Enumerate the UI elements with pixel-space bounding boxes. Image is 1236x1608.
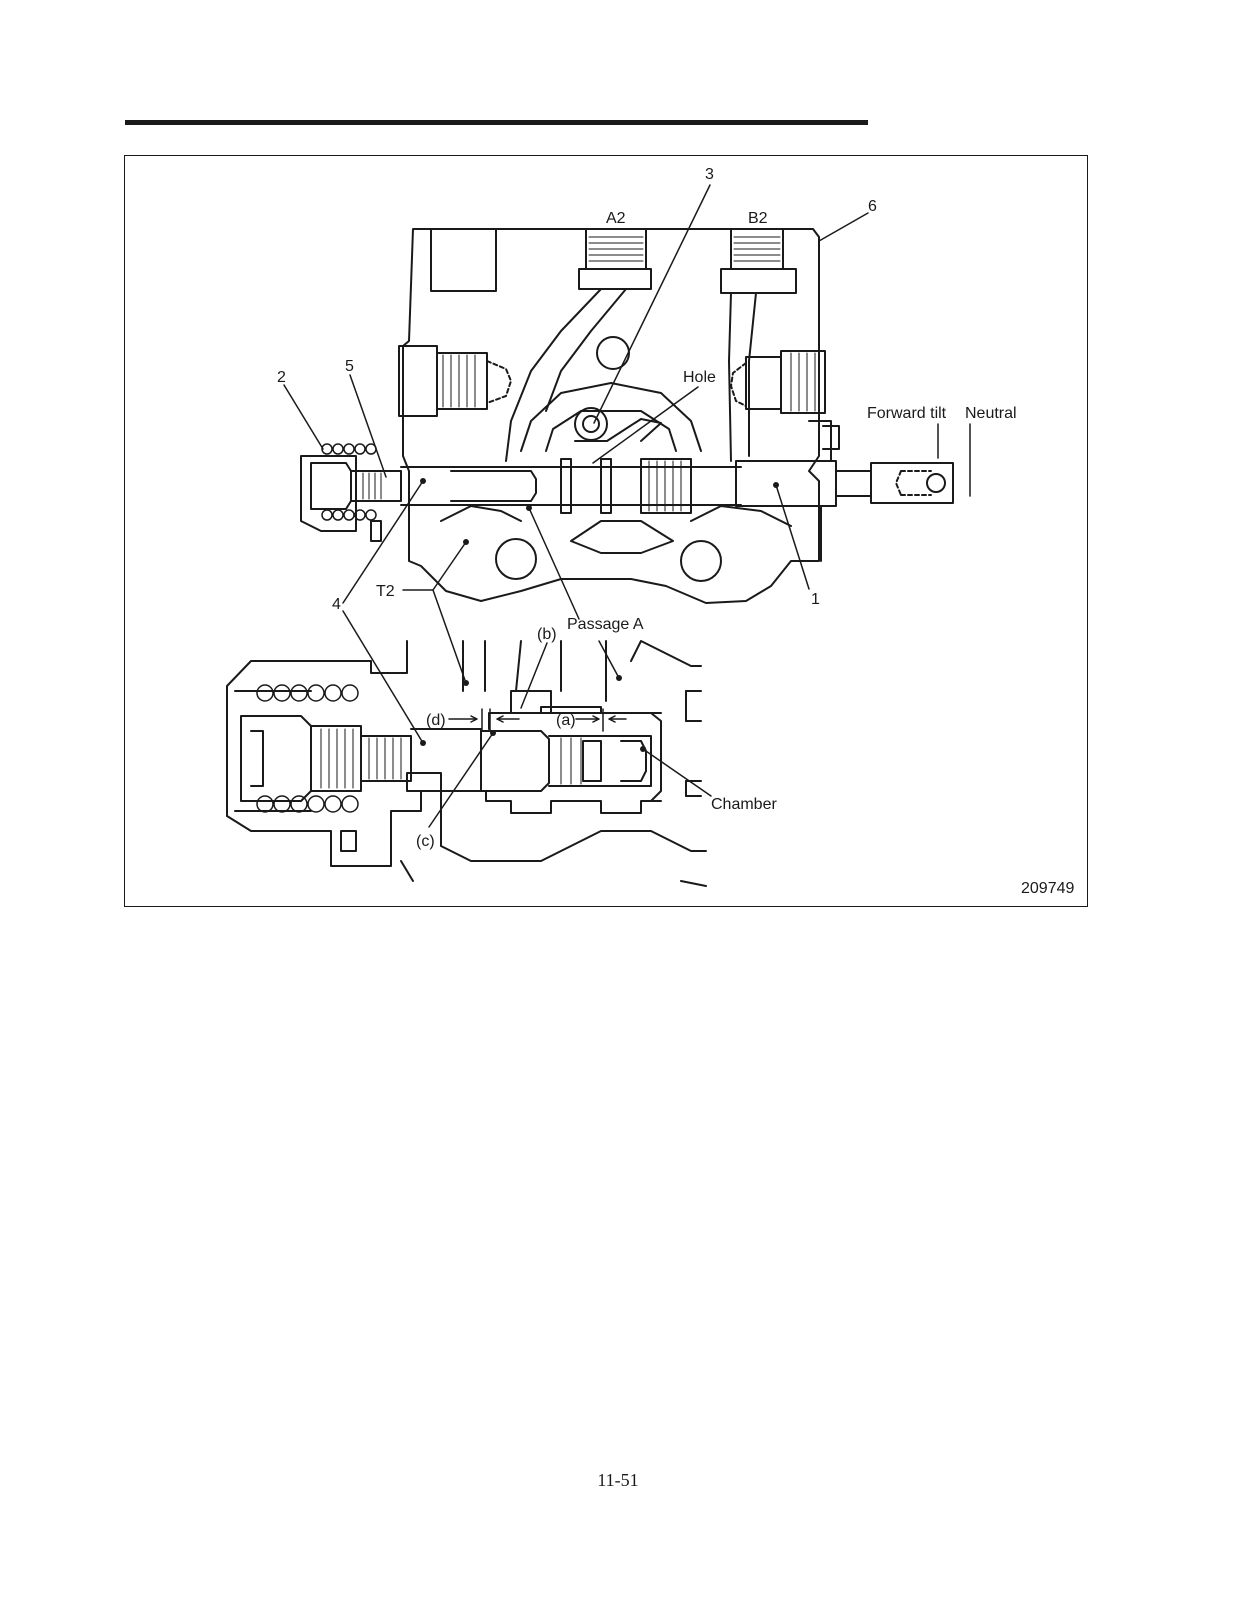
label-a2: A2: [606, 210, 626, 227]
label-a: (a): [556, 712, 576, 729]
control-valve-diagram: 3 6 A2 B2 Hole 2 5 Forward tilt Neutral …: [226, 166, 1074, 897]
leader-lines: [283, 184, 869, 828]
dimension-arrows: [448, 708, 627, 732]
label-hole: Hole: [683, 369, 716, 386]
spool-assembly: [300, 420, 954, 562]
leader-dots: [420, 478, 779, 752]
indicator-lines: [937, 423, 971, 497]
callout-5: 5: [345, 358, 354, 375]
label-t2: T2: [376, 583, 395, 600]
header-rule: [125, 120, 868, 125]
label-forward-tilt: Forward tilt: [867, 405, 947, 422]
label-neutral: Neutral: [965, 405, 1017, 422]
port-a2: [505, 228, 652, 462]
callout-3: 3: [705, 166, 714, 183]
callout-1: 1: [811, 591, 820, 608]
label-b2: B2: [748, 210, 768, 227]
label-passage-a: Passage A: [567, 616, 644, 633]
internal-passages: [440, 336, 792, 582]
detail-view: [226, 640, 707, 887]
figure-number: 209749: [1021, 880, 1074, 897]
valve-body-outline: [402, 228, 820, 604]
callout-labels: 3 6 A2 B2 Hole 2 5 Forward tilt Neutral …: [277, 166, 1074, 897]
left-plug: [398, 345, 512, 417]
label-d: (d): [426, 712, 446, 729]
label-b: (b): [537, 626, 557, 643]
callout-2: 2: [277, 369, 286, 386]
check-valve: [574, 407, 662, 442]
label-c: (c): [416, 833, 435, 850]
page-number: 11-51: [597, 1470, 639, 1490]
port-b2: [720, 228, 797, 462]
callout-6: 6: [868, 198, 877, 215]
figure-frame: 3 6 A2 B2 Hole 2 5 Forward tilt Neutral …: [124, 155, 1088, 907]
label-chamber: Chamber: [711, 796, 777, 813]
right-plug: [730, 350, 826, 414]
callout-4: 4: [332, 596, 341, 613]
